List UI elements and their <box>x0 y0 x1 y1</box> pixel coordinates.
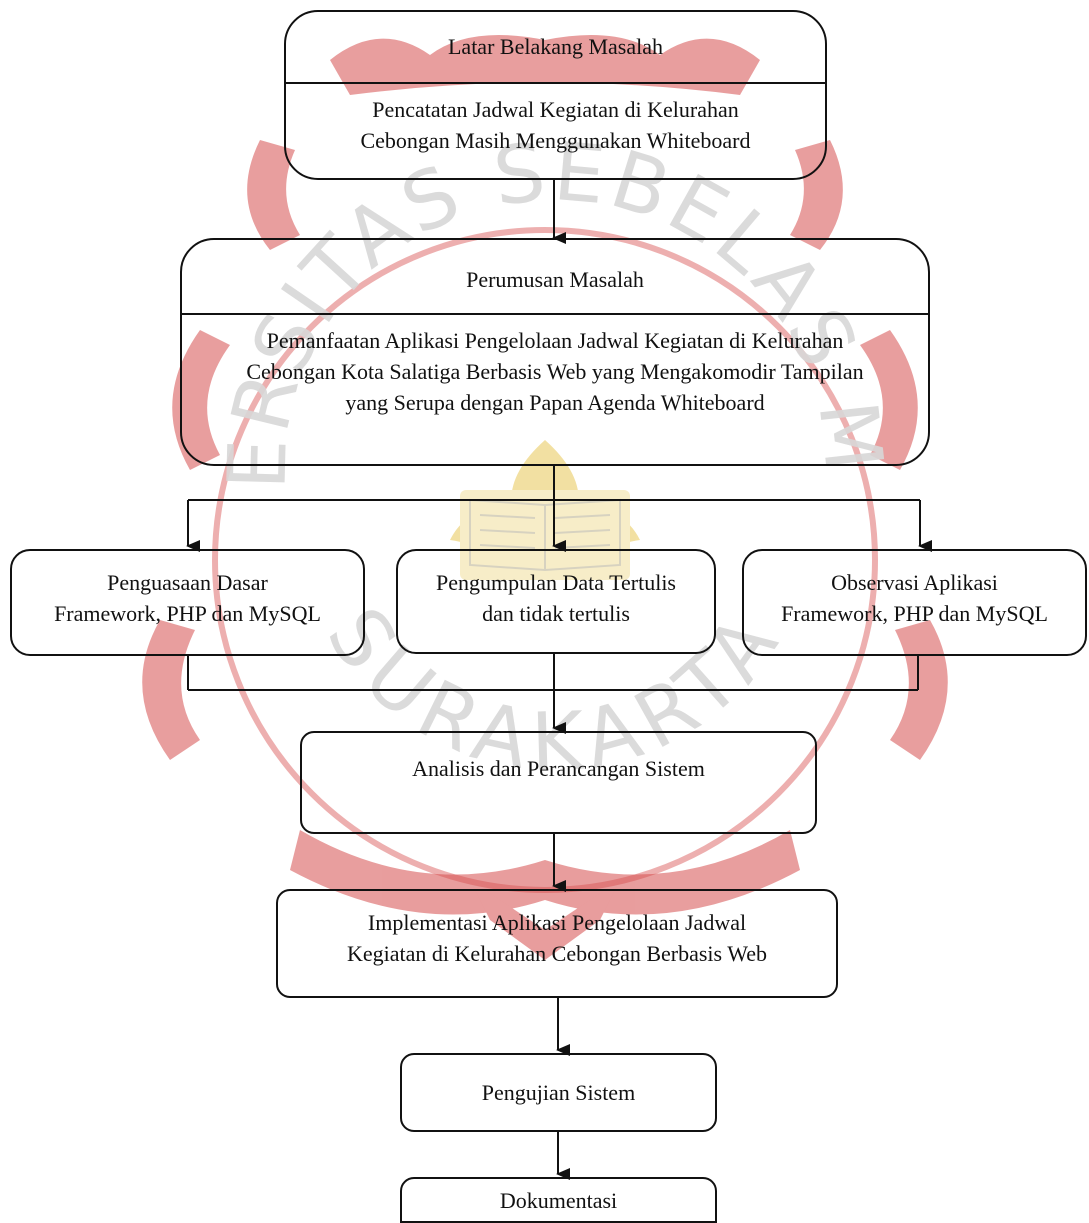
observasi-line-1: Observasi Aplikasi <box>831 570 998 595</box>
perumusan-line-1: Pemanfaatan Aplikasi Pengelolaan Jadwal … <box>266 328 844 353</box>
perumusan-line-2: Cebongan Kota Salatiga Berbasis Web yang… <box>246 359 864 384</box>
latar-belakang-body: Pencatatan Jadwal Kegiatan di Kelurahan … <box>286 82 825 156</box>
pengujian-label: Pengujian Sistem <box>481 1080 636 1105</box>
pengumpulan-line-2: dan tidak tertulis <box>482 601 630 626</box>
latar-belakang-line-1: Pencatatan Jadwal Kegiatan di Kelurahan <box>372 97 739 122</box>
node-implementasi: Implementasi Aplikasi Pengelolaan Jadwal… <box>276 889 838 998</box>
node-latar-belakang: Latar Belakang Masalah Pencatatan Jadwal… <box>284 10 827 180</box>
perumusan-body: Pemanfaatan Aplikasi Pengelolaan Jadwal … <box>182 313 928 418</box>
penguasaan-line-2: Framework, PHP dan MySQL <box>54 601 321 626</box>
perumusan-heading: Perumusan Masalah <box>466 267 644 292</box>
latar-belakang-heading: Latar Belakang Masalah <box>447 34 663 59</box>
implementasi-line-2: Kegiatan di Kelurahan Cebongan Berbasis … <box>347 941 767 966</box>
node-pengujian-sistem: Pengujian Sistem <box>400 1053 717 1132</box>
node-penguasaan-dasar: Penguasaan Dasar Framework, PHP dan MySQ… <box>10 549 365 656</box>
dokumentasi-label: Dokumentasi <box>499 1188 618 1213</box>
analisis-label: Analisis dan Perancangan Sistem <box>412 756 705 781</box>
perumusan-line-3: yang Serupa dengan Papan Agenda Whiteboa… <box>345 390 765 415</box>
latar-belakang-line-2: Cebongan Masih Menggunakan Whiteboard <box>360 128 751 153</box>
node-perumusan-masalah: Perumusan Masalah Pemanfaatan Aplikasi P… <box>180 238 930 466</box>
penguasaan-line-1: Penguasaan Dasar <box>107 570 268 595</box>
node-observasi-aplikasi: Observasi Aplikasi Framework, PHP dan My… <box>742 549 1087 656</box>
node-pengumpulan-data: Pengumpulan Data Tertulis dan tidak tert… <box>396 549 716 654</box>
node-analisis-perancangan: Analisis dan Perancangan Sistem <box>300 731 817 834</box>
implementasi-line-1: Implementasi Aplikasi Pengelolaan Jadwal <box>367 910 747 935</box>
node-dokumentasi: Dokumentasi <box>400 1177 717 1223</box>
pengumpulan-line-1: Pengumpulan Data Tertulis <box>435 570 676 595</box>
observasi-line-2: Framework, PHP dan MySQL <box>781 601 1048 626</box>
